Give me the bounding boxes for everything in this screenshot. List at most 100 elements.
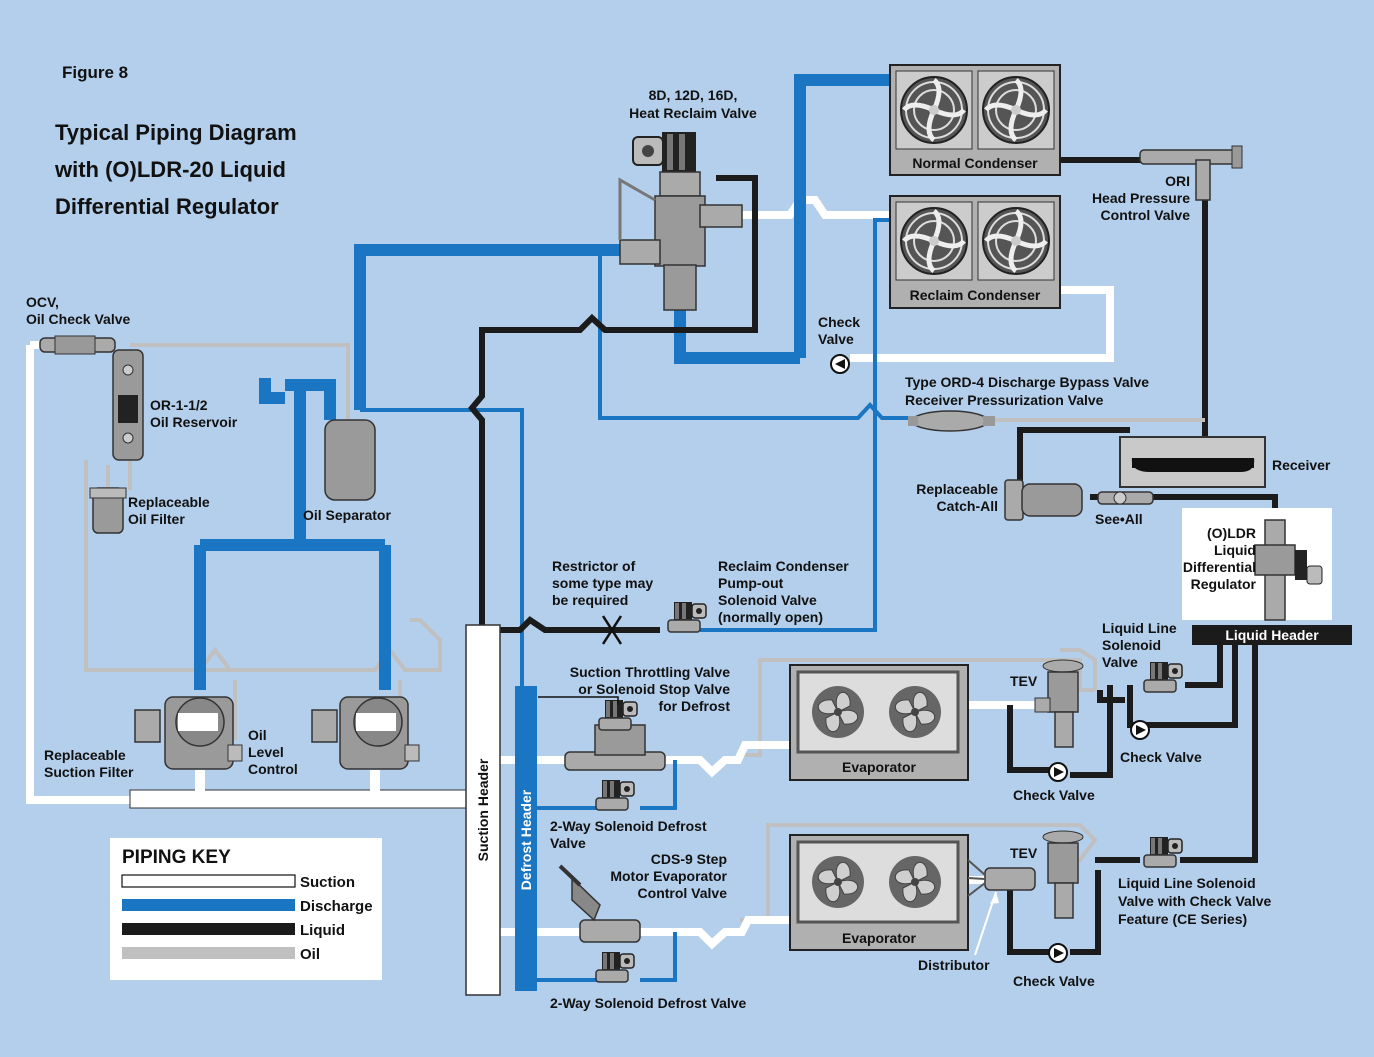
oldr-label-3: Differential — [1183, 559, 1256, 575]
check-valve-top-label-1: Check — [818, 314, 860, 330]
restrictor-symbol — [601, 615, 623, 645]
oldr-label-1: (O)LDR — [1207, 525, 1256, 541]
normal-condenser — [889, 64, 1061, 176]
suction-header-label: Suction Header — [475, 758, 491, 861]
oil-level-label-1: Oil — [248, 727, 267, 743]
key-label-suction: Suction — [300, 874, 355, 891]
two-way-defrost-bottom-label: 2-Way Solenoid Defrost Valve — [550, 995, 747, 1011]
cds9-label-1: CDS-9 Step — [651, 851, 727, 867]
reclaim-condenser-label: Reclaim Condenser — [910, 287, 1041, 303]
reclaim-condenser — [889, 195, 1061, 309]
defrost-header-label: Defrost Header — [518, 789, 534, 890]
suction-filter-label-2: Suction Filter — [44, 764, 134, 780]
ce-solenoid-label-2: Valve with Check Valve — [1118, 893, 1272, 909]
suction-throttling-label-3: for Defrost — [658, 698, 730, 714]
tev-top — [1034, 659, 1084, 748]
check-valve-bottom-label: Check Valve — [1013, 973, 1095, 989]
piping-key-title: PIPING KEY — [122, 847, 231, 868]
suction-header — [465, 624, 501, 996]
restrictor-label-3: be required — [552, 592, 628, 608]
cds9-label-3: Control Valve — [638, 885, 728, 901]
ocv-label-1: OCV, — [26, 294, 59, 310]
oil-check-valve — [39, 335, 116, 355]
suction-throttling-label-1: Suction Throttling Valve — [570, 664, 730, 680]
oil-filter — [89, 487, 127, 534]
catch-all-label-2: Catch-All — [937, 498, 998, 514]
check-valve-mid-right — [1130, 720, 1150, 740]
ori-label-3: Control Valve — [1101, 207, 1191, 223]
oldr-valve — [1254, 519, 1323, 621]
pumpout-label-1: Reclaim Condenser — [718, 558, 849, 574]
title-line-3: Differential Regulator — [55, 194, 279, 219]
oil-reservoir-label-2: Oil Reservoir — [150, 414, 238, 430]
cds9-label-2: Motor Evaporator — [610, 868, 727, 884]
liquid-line-solenoid-label-2: Solenoid — [1102, 637, 1161, 653]
cds9-valve — [558, 864, 641, 943]
evaporator-top — [789, 664, 969, 781]
pumpout-label-4: (normally open) — [718, 609, 823, 625]
distributor-label: Distributor — [918, 957, 990, 973]
ori-label-1: ORI — [1165, 173, 1190, 189]
check-valve-mid-low — [1048, 762, 1068, 782]
liquid-header-label: Liquid Header — [1225, 627, 1319, 643]
ori-valve — [1139, 145, 1243, 201]
restrictor-label-1: Restrictor of — [552, 558, 636, 574]
check-valve-top-label-2: Valve — [818, 331, 854, 347]
oil-separator-label: Oil Separator — [303, 507, 391, 523]
ce-solenoid-label-3: Feature (CE Series) — [1118, 911, 1247, 927]
oil-filter-label-2: Oil Filter — [128, 511, 185, 527]
liquid-line-solenoid-label-3: Valve — [1102, 654, 1138, 670]
tev-bottom-label: TEV — [1010, 845, 1038, 861]
key-label-discharge: Discharge — [300, 898, 373, 915]
pumpout-label-3: Solenoid Valve — [718, 592, 817, 608]
ord-label-1: Type ORD-4 Discharge Bypass Valve — [905, 374, 1149, 390]
receiver-label: Receiver — [1272, 457, 1331, 473]
discharge-thin — [360, 218, 910, 982]
catch-all-label-1: Replaceable — [916, 481, 998, 497]
figure-label: Figure 8 — [62, 63, 128, 82]
compressor-left — [134, 696, 243, 770]
key-swatch-oil — [122, 947, 295, 959]
evaporator-top-label: Evaporator — [842, 759, 916, 775]
heat-reclaim-label-1: 8D, 12D, 16D, — [649, 87, 738, 103]
see-all-label: See•All — [1095, 511, 1143, 527]
defrost-header — [515, 686, 537, 991]
liquid-header — [1192, 625, 1352, 645]
restrictor-label-2: some type may — [552, 575, 653, 591]
evaporator-bottom-label: Evaporator — [842, 930, 916, 946]
two-way-defrost-top-label-2: Valve — [550, 835, 586, 851]
suction-throttling-valve — [538, 696, 666, 771]
suction-manifold — [129, 789, 471, 809]
title-line-1: Typical Piping Diagram — [55, 120, 297, 145]
oil-separator — [324, 419, 376, 501]
evaporator-bottom — [789, 834, 969, 951]
oil-reservoir-label-1: OR-1-1/2 — [150, 397, 208, 413]
oil-filter-label-1: Replaceable — [128, 494, 210, 510]
key-swatch-suction — [121, 874, 296, 888]
see-all — [1097, 491, 1154, 505]
key-swatch-liquid — [122, 923, 295, 935]
pumpout-label-2: Pump-out — [718, 575, 784, 591]
catch-all-filter — [1004, 479, 1083, 521]
key-label-liquid: Liquid — [300, 922, 345, 939]
oil-reservoir — [112, 349, 144, 461]
oldr-label-2: Liquid — [1214, 542, 1256, 558]
suction-throttling-label-2: or Solenoid Stop Valve — [578, 681, 730, 697]
ce-solenoid-label-1: Liquid Line Solenoid — [1118, 875, 1256, 891]
check-valve-top — [830, 354, 850, 374]
piping-key: PIPING KEY Suction Discharge Liquid Oil — [110, 838, 382, 980]
liquid-line-solenoid-label-1: Liquid Line — [1102, 620, 1177, 636]
receiver — [1119, 436, 1266, 488]
oil-level-label-2: Level — [248, 744, 284, 760]
compressor-right — [311, 696, 420, 770]
check-valve-mid-low-label: Check Valve — [1013, 787, 1095, 803]
normal-condenser-label: Normal Condenser — [912, 155, 1038, 171]
check-valve-mid-right-label: Check Valve — [1120, 749, 1202, 765]
ocv-label-2: Oil Check Valve — [26, 311, 130, 327]
tev-top-label: TEV — [1010, 673, 1038, 689]
ord-valve — [908, 410, 1205, 432]
tev-bottom — [967, 830, 1084, 919]
check-valve-bottom — [1048, 943, 1068, 963]
